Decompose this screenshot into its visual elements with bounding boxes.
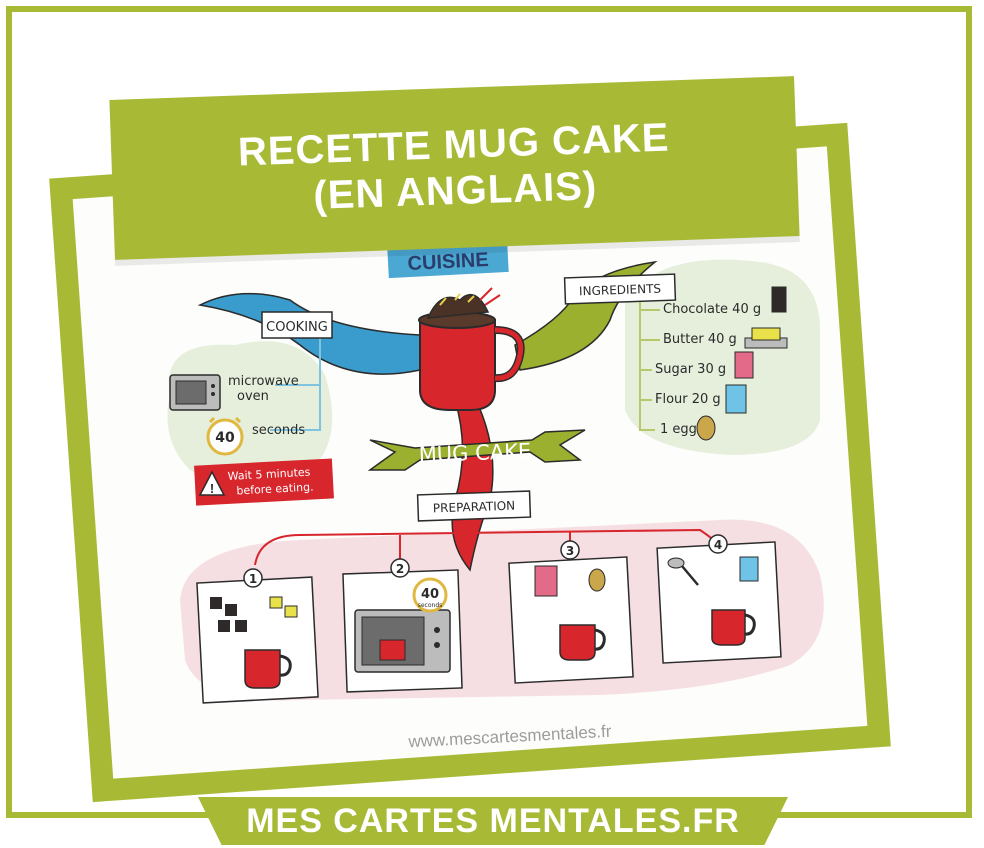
step-2-badge: [390, 558, 410, 578]
warning-card: [194, 458, 334, 506]
microwave-icon: [169, 374, 221, 411]
step-1-number: 1: [249, 572, 257, 586]
step-4-badge: [708, 534, 728, 554]
cooking-item-seconds: seconds: [252, 423, 305, 438]
ingredients-label: INGREDIENTS: [579, 282, 661, 299]
step-1-card: [196, 576, 319, 704]
ingredient-egg: 1 egg: [660, 422, 697, 437]
flour-icon: [725, 384, 747, 414]
chocolate-icon: [771, 286, 787, 313]
central-mug: [418, 287, 525, 411]
warning-icon: !: [210, 481, 214, 496]
step-3-card: [508, 556, 634, 684]
cooking-label: COOKING: [266, 320, 328, 335]
preparation-label: PREPARATION: [433, 499, 516, 516]
sugar-icon: [734, 351, 754, 379]
timer-icon: [206, 416, 244, 456]
footer-banner: MES CARTES MENTALES.FR: [198, 797, 788, 845]
step-3-number: 3: [566, 544, 574, 558]
timer-value: 40: [215, 430, 235, 446]
step-1-badge: [243, 568, 263, 588]
step-2-timer-unit: seconds: [418, 602, 443, 609]
step-4-card: [656, 541, 782, 664]
cooking-label-box: [261, 311, 333, 339]
warning-line-2: before eating.: [236, 480, 314, 497]
title-line-2: (EN ANGLAIS): [312, 164, 598, 218]
butter-icon: [744, 327, 788, 349]
ingredient-butter: Butter 40 g: [663, 332, 737, 347]
ingredients-connectors: [639, 300, 660, 431]
step-2-number: 2: [396, 562, 404, 576]
cooking-item-oven: oven: [237, 389, 269, 404]
warning-line-1: Wait 5 minutes: [227, 466, 311, 483]
ingredients-label-box: [563, 273, 677, 305]
preparation-branch: [451, 397, 494, 572]
step-2-card: [342, 569, 463, 693]
step-4-number: 4: [714, 538, 722, 552]
ingredient-sugar: Sugar 30 g: [655, 362, 726, 377]
step-2-timer-value: 40: [421, 587, 439, 602]
step-3-badge: [560, 540, 580, 560]
ingredient-chocolate: Chocolate 40 g: [663, 302, 761, 317]
category-label: CUISINE: [407, 249, 489, 275]
center-ribbon: [367, 429, 586, 471]
category-tab: [387, 241, 509, 279]
preparation-label-box: [416, 490, 532, 522]
website-url: www.mescartesmentales.fr: [407, 722, 612, 752]
title-line-1: RECETTE MUG CAKE: [237, 115, 671, 175]
cooking-item-microwave: microwave: [228, 374, 299, 389]
footer-brand: MES CARTES MENTALES.FR: [246, 801, 740, 840]
ingredients-bubble: [625, 259, 820, 455]
title-banner: RECETTE MUG CAKE (EN ANGLAIS): [109, 76, 800, 260]
egg-icon: [696, 415, 716, 441]
ingredient-flour: Flour 20 g: [655, 392, 721, 407]
center-label: MUG CAKE: [418, 439, 531, 467]
